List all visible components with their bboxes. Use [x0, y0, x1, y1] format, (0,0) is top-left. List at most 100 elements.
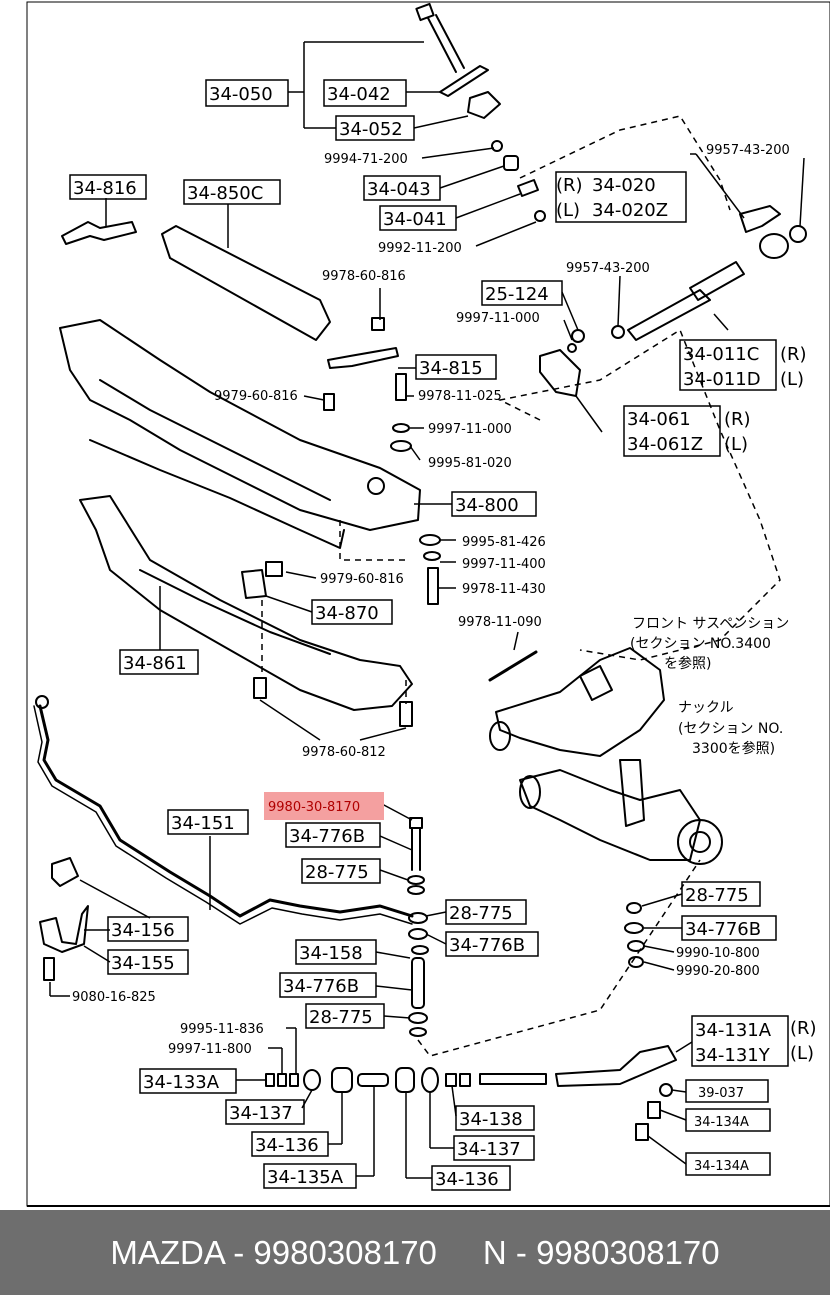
side-mark: (L)	[556, 200, 580, 221]
part-label[interactable]: 34-061	[627, 409, 691, 430]
side-mark: (R)	[780, 344, 807, 365]
part-label[interactable]: 9978-60-816	[322, 269, 406, 284]
bushing-drawing-2	[759, 233, 789, 259]
part-label[interactable]: 9997-11-000	[428, 422, 512, 437]
side-mark: (L)	[780, 369, 804, 390]
part-label[interactable]: 9995-81-426	[462, 535, 546, 550]
bolt-816-drawing	[371, 317, 385, 331]
part-label[interactable]: 9978-11-025	[418, 389, 502, 404]
part-label[interactable]: 34-156	[111, 920, 175, 941]
part-label[interactable]: 34-136	[435, 1169, 499, 1190]
part-label[interactable]: 25-124	[485, 284, 549, 305]
lower-arm-drawing	[519, 769, 701, 861]
tie-rod-drawing	[479, 1073, 547, 1085]
nut-drawing-2	[534, 210, 546, 222]
part-label[interactable]: 9957-43-200	[706, 143, 790, 158]
part-label[interactable]: 34-061Z	[627, 434, 703, 455]
part-label[interactable]: 9990-20-800	[676, 964, 760, 979]
side-mark: (R)	[556, 175, 583, 196]
highlighted-part-label[interactable]: 9980-30-8170	[268, 800, 360, 815]
side-mark: (L)	[724, 434, 748, 455]
part-label[interactable]: 34-133A	[143, 1072, 220, 1093]
crossmember-drawing	[59, 319, 421, 531]
bolt-090-drawing	[488, 650, 538, 682]
part-label[interactable]: 28-775	[309, 1007, 373, 1028]
bracket-155-drawing	[39, 905, 89, 953]
upper-arm-drawing	[495, 647, 665, 757]
part-label[interactable]: 9978-60-812	[302, 745, 386, 760]
part-label[interactable]: 34-815	[419, 358, 483, 379]
washer-drawing	[517, 179, 539, 197]
part-label[interactable]: 34-850C	[187, 183, 263, 204]
part-label[interactable]: 9997-11-800	[168, 1042, 252, 1057]
part-label[interactable]: 9994-71-200	[324, 152, 408, 167]
part-label[interactable]: 34-137	[457, 1139, 521, 1160]
part-label[interactable]: 34-800	[455, 495, 519, 516]
knuckle-drawing	[677, 819, 723, 865]
part-label[interactable]: 34-861	[123, 653, 187, 674]
footer-part-number-right: N - 9980308170	[482, 1233, 720, 1271]
bracket-816-drawing	[61, 221, 137, 245]
part-label[interactable]: 9957-43-200	[566, 261, 650, 276]
part-label[interactable]: 39-037	[698, 1086, 744, 1101]
nut-drawing	[491, 140, 503, 152]
part-label[interactable]: 9979-60-816	[320, 572, 404, 587]
part-label[interactable]: 34-138	[459, 1109, 523, 1130]
note-text: ナックル	[678, 700, 734, 716]
shield-drawing	[161, 225, 331, 341]
part-label[interactable]: 34-052	[339, 119, 403, 140]
part-label[interactable]: 9080-16-825	[72, 990, 156, 1005]
part-label[interactable]: 34-131A	[695, 1020, 772, 1041]
part-label[interactable]: 34-776B	[289, 826, 365, 847]
part-label[interactable]: 34-151	[171, 813, 235, 834]
side-mark: (R)	[790, 1018, 817, 1039]
note-text: を参照)	[664, 655, 711, 672]
idler-arm-drawing	[555, 1045, 677, 1087]
part-label[interactable]: 34-042	[327, 84, 391, 105]
part-label[interactable]: 34-136	[255, 1135, 319, 1156]
highlight-box	[264, 792, 384, 820]
part-label[interactable]: 9978-11-430	[462, 582, 546, 597]
part-label[interactable]: 34-050	[209, 84, 273, 105]
bar-815-drawing	[327, 347, 399, 369]
part-label[interactable]: 28-775	[305, 862, 369, 883]
part-label[interactable]: 34-041	[383, 209, 447, 230]
part-label[interactable]: 9979-60-816	[214, 389, 298, 404]
note-text: (セクション NO.3400	[630, 636, 771, 652]
part-label[interactable]: 34-776B	[283, 976, 359, 997]
part-label[interactable]: 9995-81-020	[428, 456, 512, 471]
part-label[interactable]: 34-155	[111, 953, 175, 974]
part-label[interactable]: 34-011D	[683, 369, 761, 390]
part-label[interactable]: 34-135A	[267, 1167, 344, 1188]
part-label[interactable]: 34-011C	[683, 344, 759, 365]
shaft-drawing	[627, 289, 711, 341]
part-label[interactable]: 9997-11-000	[456, 311, 540, 326]
part-label[interactable]: 34-158	[299, 943, 363, 964]
footer-part-number-left: MAZDA - 9980308170	[110, 1233, 437, 1271]
part-label[interactable]: 28-775	[449, 903, 513, 924]
part-label[interactable]: 34-020	[592, 175, 656, 196]
part-label[interactable]: 34-870	[315, 603, 379, 624]
part-label[interactable]: 34-134A	[694, 1115, 749, 1130]
part-label[interactable]: 34-816	[73, 178, 137, 199]
part-label[interactable]: 34-043	[367, 179, 431, 200]
part-label[interactable]: 9978-11-090	[458, 615, 542, 630]
part-label[interactable]: 9992-11-200	[378, 241, 462, 256]
part-label[interactable]: 34-776B	[685, 919, 761, 940]
part-label[interactable]: 9995-11-836	[180, 1022, 264, 1037]
bushing-156-drawing	[51, 857, 79, 887]
plate-drawing	[439, 65, 489, 97]
part-label[interactable]: 34-776B	[449, 935, 525, 956]
arm-bracket-drawing	[739, 205, 781, 233]
part-label[interactable]: 34-020Z	[592, 200, 668, 221]
part-label[interactable]: 28-775	[685, 885, 749, 906]
part-label[interactable]: 9997-11-400	[462, 557, 546, 572]
part-label[interactable]: 34-137	[229, 1103, 293, 1124]
part-label[interactable]: 34-134A	[694, 1159, 749, 1174]
parts-diagram: 34-050 34-042 34-052 9994-71-200 34-043 …	[26, 1, 830, 1207]
footer-bar: MAZDA - 9980308170 N - 9980308170	[0, 1210, 830, 1295]
note-text: フロント サスペンション	[632, 616, 789, 632]
part-label[interactable]: 9990-10-800	[676, 946, 760, 961]
clip-drawing	[467, 91, 501, 119]
part-label[interactable]: 34-131Y	[695, 1045, 771, 1066]
